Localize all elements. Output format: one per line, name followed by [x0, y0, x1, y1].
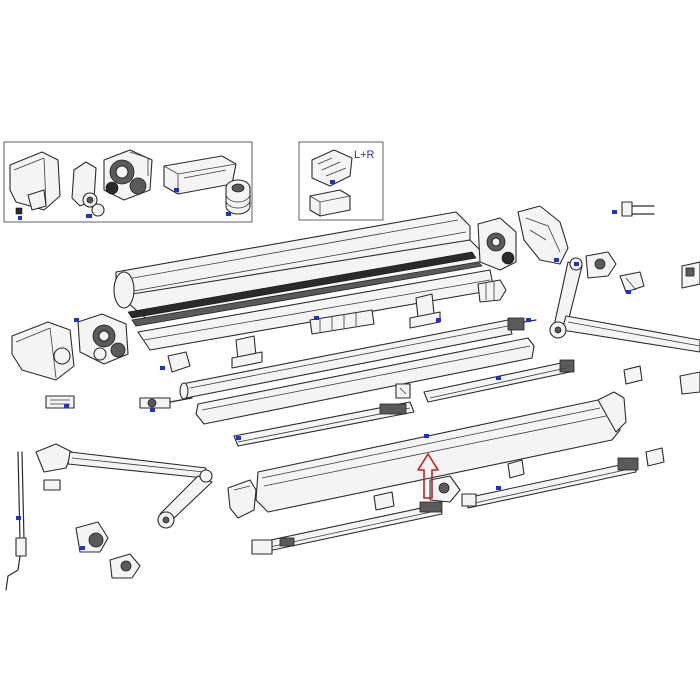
clip-right-2: [623, 365, 643, 385]
arm-upper-right: [549, 251, 700, 353]
endcap-left: [11, 321, 75, 381]
gear-mechanism-small: [103, 149, 153, 201]
clip-left-1: [160, 351, 191, 373]
inset-box-right: L+R: [298, 141, 384, 221]
indicator-arrow-icon: [417, 453, 439, 499]
control-box: [163, 155, 237, 195]
insert-block: [309, 189, 351, 217]
pins-top-right: [612, 201, 655, 217]
support-bar-right: [423, 359, 575, 403]
screw-small: [15, 207, 23, 215]
arm-lower-left: [35, 443, 213, 529]
clip-far-right-2: [679, 371, 700, 395]
marker-dot: [18, 216, 22, 220]
mount-bracket-lower: [109, 553, 141, 579]
endcap-housing-small: [9, 151, 61, 211]
endcap-upper-right: [517, 205, 569, 265]
clip-strip: [309, 309, 375, 335]
pins-left: [45, 395, 75, 409]
lower-bar-left: [251, 501, 443, 555]
bracket-small: [71, 161, 105, 218]
joint-left: [139, 397, 193, 412]
gearbox-upper-right: [477, 217, 517, 271]
gear-mechanism-left: [74, 313, 129, 365]
clip-far-right-1: [619, 271, 645, 294]
inset-box-left: [3, 141, 253, 223]
bracket-lr: [311, 149, 353, 187]
clip-front-2: [373, 491, 395, 511]
mount-bracket-lower-left: [75, 521, 109, 553]
front-profile-upper: [195, 337, 535, 425]
joint-center: [429, 475, 461, 503]
lower-bar-right: [461, 457, 639, 509]
center-clip: [395, 383, 411, 399]
endcap-lower: [227, 479, 257, 519]
support-bar-left: [233, 401, 415, 447]
front-profile-main: [255, 391, 627, 513]
clip-right-upper: [477, 279, 507, 303]
lr-label: L+R: [354, 149, 375, 161]
roller-tube: [179, 317, 537, 400]
bracket-far-right: [681, 261, 700, 289]
mount-brackets: [231, 293, 441, 369]
motor-cylinder: [225, 179, 251, 216]
crank-handle: [5, 451, 27, 591]
cassette-top-cover: [113, 211, 495, 351]
clip-front-1: [507, 459, 525, 479]
clip-front-3: [645, 447, 665, 467]
